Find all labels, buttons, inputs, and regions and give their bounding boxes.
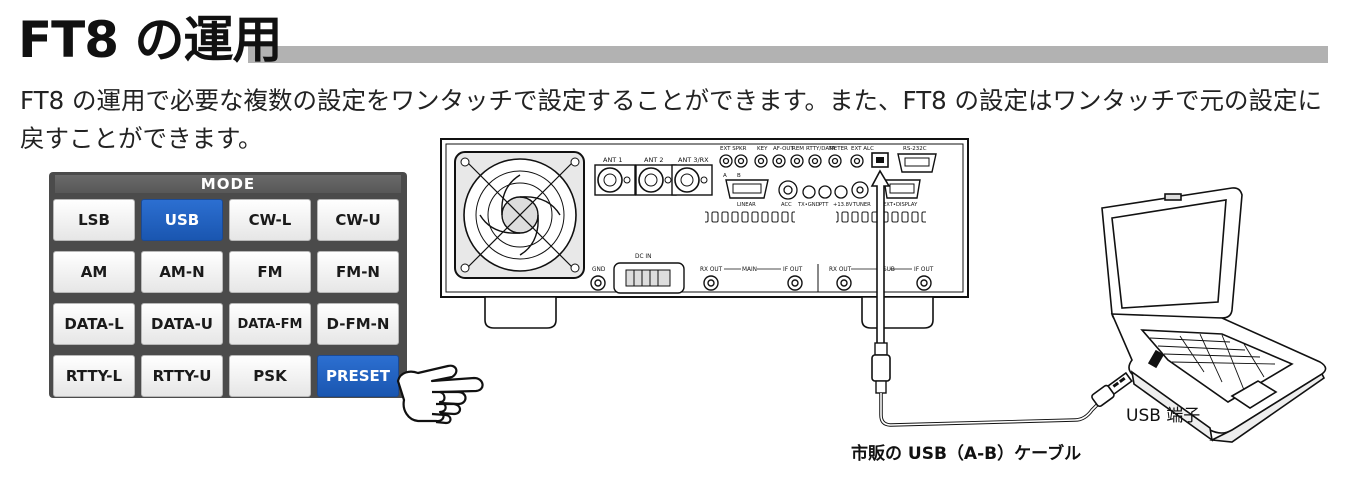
mode-button-data-fm[interactable]: DATA-FM <box>229 303 311 345</box>
usb-port-caption: USB 端子 <box>1126 406 1201 426</box>
mode-button-fm[interactable]: FM <box>229 251 311 293</box>
usb-b-port[interactable] <box>871 152 889 168</box>
mode-button-lsb[interactable]: LSB <box>53 199 135 241</box>
transceiver-rear-panel: ANT 1 ANT 2 ANT 3/RX EXT SPKR KEY AF-OUT… <box>440 138 969 329</box>
mode-button-rtty-l[interactable]: RTTY-L <box>53 355 135 397</box>
heading-underline-bar <box>248 46 1328 63</box>
mode-button-usb[interactable]: USB <box>141 199 223 241</box>
if-out-main-label: IF OUT <box>783 267 803 273</box>
laptop-computer-icon <box>1101 187 1327 443</box>
rubber-foot-left <box>484 296 557 329</box>
plus13v-label: +13.8V <box>833 202 853 208</box>
mode-button-rtty-u[interactable]: RTTY-U <box>141 355 223 397</box>
section-heading: FT8 の運用 <box>18 10 1328 72</box>
rs232c-port[interactable] <box>897 153 937 173</box>
linear-label: LINEAR <box>737 202 756 208</box>
ant2-connector[interactable] <box>635 164 677 196</box>
ext-alc-label: EXT ALC <box>851 146 874 152</box>
ext-display-port[interactable] <box>883 179 921 199</box>
mode-button-preset[interactable]: PRESET <box>317 355 399 397</box>
gnd-label: GND <box>592 267 606 273</box>
ant3-label: ANT 3/RX <box>678 156 709 164</box>
usb-b-plug <box>871 342 891 394</box>
mode-button-am[interactable]: AM <box>53 251 135 293</box>
pointing-hand-icon <box>396 364 484 425</box>
mode-button-cw-l[interactable]: CW-L <box>229 199 311 241</box>
bottom-connector-row <box>590 275 932 291</box>
rx-out-sub-label: RX OUT <box>829 267 852 273</box>
mode-button-d-fm-n[interactable]: D-FM-N <box>317 303 399 345</box>
vent-slots-left <box>705 210 795 224</box>
ext-spkr-b-label: B <box>737 173 741 179</box>
mode-button-cw-u[interactable]: CW-U <box>317 199 399 241</box>
usb-a-plug <box>1091 371 1133 408</box>
ant1-connector[interactable] <box>594 164 636 196</box>
cooling-fan-icon <box>454 151 585 279</box>
rx-out-main-label: RX OUT <box>700 267 723 273</box>
mode-button-am-n[interactable]: AM-N <box>141 251 223 293</box>
meter-label: METER <box>829 146 848 152</box>
main-label: MAIN <box>742 267 757 273</box>
ext-display-label: EXT•DISPLAY <box>883 202 918 208</box>
intro-paragraph: FT8 の運用で必要な複数の設定をワンタッチで設定することができます。また、FT… <box>20 86 1323 153</box>
mode-button-data-u[interactable]: DATA-U <box>141 303 223 345</box>
tx-gnd-label: TX•GND <box>797 202 820 208</box>
ext-spkr-a-label: A <box>723 173 727 179</box>
linear-port[interactable] <box>725 179 769 199</box>
mode-button-data-l[interactable]: DATA-L <box>53 303 135 345</box>
mode-button-psk[interactable]: PSK <box>229 355 311 397</box>
ant2-label: ANT 2 <box>644 156 663 164</box>
ant3-connector[interactable] <box>671 164 713 196</box>
mode-panel-title: MODE <box>55 175 401 193</box>
mode-button-grid: LSB USB CW-L CW-U AM AM-N FM FM-N DATA-L… <box>53 199 403 397</box>
dc-in-label: DC IN <box>635 254 651 260</box>
tuner-label: TUNER <box>852 202 871 208</box>
usb-cable-caption: 市販の USB（A-B）ケーブル <box>851 444 1082 464</box>
sub-label: SUB <box>883 267 895 273</box>
ant1-label: ANT 1 <box>603 156 622 164</box>
rubber-foot-right <box>861 296 934 329</box>
rem-label: REM <box>792 146 804 152</box>
page-title: FT8 の運用 <box>18 11 282 69</box>
rtty-data-label: RTTY/DATA <box>806 146 836 152</box>
key-label: KEY <box>757 146 768 152</box>
rs232c-label: RS-232C <box>903 146 927 152</box>
dc-in-connector[interactable] <box>613 262 685 294</box>
mode-button-fm-n[interactable]: FM-N <box>317 251 399 293</box>
ptt-label: PTT <box>819 202 829 208</box>
top-jack-row <box>719 154 864 168</box>
acc-label: ACC <box>781 202 792 208</box>
ext-spkr-label: EXT SPKR <box>720 146 747 152</box>
middle-jack-row <box>778 180 869 200</box>
af-out-label: AF-OUT <box>773 146 794 152</box>
if-out-sub-label: IF OUT <box>914 267 934 273</box>
mode-panel: MODE LSB USB CW-L CW-U AM AM-N FM FM-N D… <box>49 172 407 398</box>
